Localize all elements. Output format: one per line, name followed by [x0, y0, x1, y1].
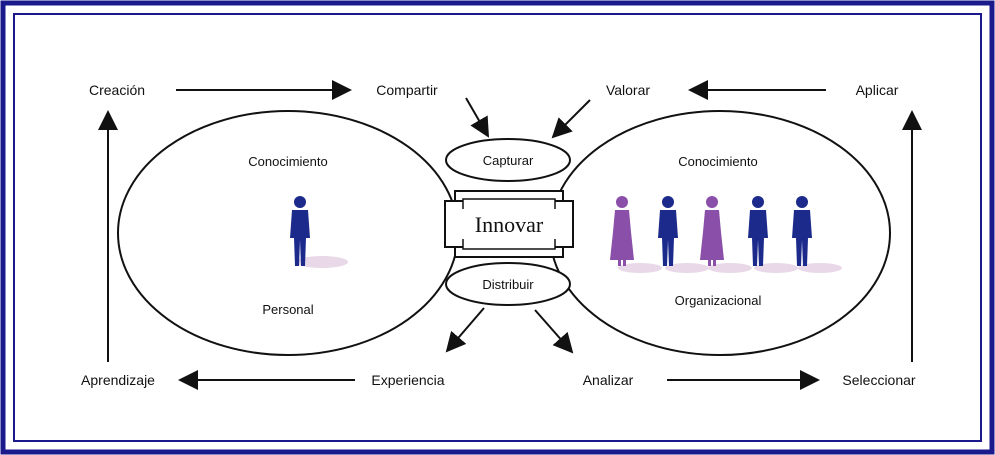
center-distribute-label: Distribuir	[482, 277, 534, 292]
label-share: Compartir	[376, 82, 438, 98]
left-circle-heading: Conocimiento	[248, 154, 328, 169]
arrow-value-to-capture	[551, 99, 591, 139]
center-capture-label: Capturar	[483, 153, 534, 168]
label-analyze: Analizar	[583, 372, 634, 388]
capture-oval	[445, 138, 571, 182]
people-figures-organizational	[610, 196, 842, 273]
right-circle-caption: Organizacional	[675, 293, 762, 308]
arrow-distribute-to-experience	[445, 307, 485, 353]
distribute-oval	[445, 262, 571, 306]
label-select: Seleccionar	[842, 372, 915, 388]
label-creation: Creación	[89, 82, 145, 98]
label-learning: Aprendizaje	[81, 372, 155, 388]
label-experience: Experiencia	[371, 372, 444, 388]
left-circle-caption: Personal	[262, 302, 313, 317]
arrow-share-to-capture	[465, 97, 490, 138]
person-figure-personal	[290, 196, 348, 268]
center-innovate-label: Innovar	[475, 212, 544, 237]
right-circle-heading: Conocimiento	[678, 154, 758, 169]
left-circle	[117, 110, 459, 356]
label-value: Valorar	[606, 82, 650, 98]
arrow-distribute-to-analyze	[534, 309, 574, 354]
innovate-box	[444, 190, 574, 258]
inner-border	[13, 13, 982, 442]
label-apply: Aplicar	[856, 82, 899, 98]
